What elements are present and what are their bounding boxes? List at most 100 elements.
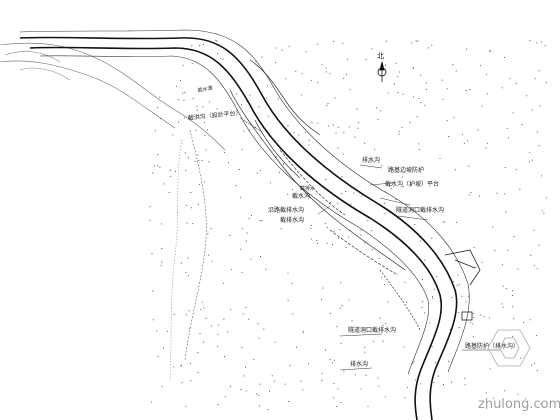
terrain-point — [179, 79, 182, 82]
terrain-point — [377, 119, 379, 121]
terrain-point — [308, 139, 310, 141]
terrain-point — [358, 122, 360, 124]
terrain-point — [277, 98, 279, 100]
terrain-point — [458, 327, 460, 329]
terrain-point — [442, 384, 445, 386]
terrain-point — [329, 72, 331, 74]
terrain-point — [436, 275, 438, 278]
terrain-point — [378, 385, 380, 387]
terrain-point — [256, 172, 258, 174]
terrain-point — [448, 360, 450, 362]
terrain-point — [205, 149, 207, 151]
terrain-point — [453, 116, 455, 118]
terrain-point — [259, 383, 261, 385]
terrain-point — [336, 326, 338, 328]
terrain-point — [344, 191, 347, 193]
terrain-point — [227, 331, 229, 333]
terrain-point — [248, 318, 250, 320]
terrain-point — [243, 375, 245, 377]
terrain-point — [257, 323, 259, 325]
terrain-point — [300, 94, 302, 96]
terrain-point — [161, 223, 163, 225]
terrain-point — [544, 45, 546, 47]
terrain-point — [404, 397, 406, 399]
terrain-point — [308, 362, 310, 365]
terrain-point — [157, 165, 159, 167]
terrain-point — [465, 301, 467, 303]
terrain-point — [331, 244, 334, 246]
terrain-point — [316, 239, 318, 242]
terrain-point — [536, 131, 538, 133]
terrain-point — [506, 127, 508, 129]
terrain-point — [183, 117, 185, 119]
callout-bottom-right: 路基防护（排水沟） — [465, 342, 519, 350]
watermark-logo — [487, 329, 531, 367]
terrain-point — [339, 307, 341, 309]
terrain-point — [156, 107, 158, 109]
callout-right-a: 排水沟 — [362, 156, 380, 164]
terrain-point — [402, 186, 404, 188]
terrain-point — [473, 317, 475, 319]
terrain-point — [288, 401, 290, 403]
terrain-point — [411, 42, 413, 44]
terrain-point — [496, 192, 498, 194]
terrain-point — [413, 361, 415, 363]
north-arrow — [377, 61, 387, 82]
terrain-point — [325, 179, 327, 181]
terrain-point — [274, 380, 276, 382]
terrain-point — [461, 295, 463, 297]
terrain-point — [489, 50, 491, 53]
terrain-point — [529, 151, 531, 153]
terrain-point — [187, 257, 189, 259]
terrain-point — [364, 351, 366, 353]
terrain-point — [421, 278, 423, 280]
terrain-point — [420, 240, 422, 242]
terrain-point — [217, 404, 219, 406]
terrain-point — [185, 169, 187, 172]
terrain-point — [326, 242, 328, 244]
terrain-point — [258, 405, 260, 407]
terrain-point — [419, 148, 421, 151]
terrain-point — [331, 362, 334, 364]
terrain-point — [485, 392, 487, 394]
terrain-point — [420, 74, 422, 76]
terrain-point — [245, 390, 247, 392]
terrain-point — [507, 137, 510, 139]
terrain-point — [157, 154, 159, 156]
terrain-point — [504, 390, 506, 392]
callout-top-left-a: 截洪沟（設計平台） — [187, 108, 242, 122]
terrain-point — [357, 127, 359, 129]
terrain-point — [469, 89, 471, 91]
terrain-point — [194, 160, 196, 162]
terrain-point — [406, 301, 408, 303]
terrain-point — [285, 78, 287, 80]
terrain-point — [454, 169, 456, 171]
terrain-point — [180, 364, 182, 366]
terrain-point — [412, 362, 414, 364]
terrain-point — [371, 48, 373, 50]
terrain-point — [467, 140, 469, 142]
terrain-point — [278, 171, 281, 173]
terrain-point — [217, 333, 219, 336]
terrain-point — [531, 109, 533, 111]
terrain-point — [197, 154, 199, 156]
terrain-point — [354, 136, 356, 138]
terrain-point — [511, 295, 513, 297]
terrain-point — [200, 308, 202, 311]
terrain-point — [188, 310, 190, 312]
terrain-point — [431, 346, 433, 348]
terrain-point — [287, 125, 289, 127]
callout-mid-a: 截水沟 — [292, 192, 310, 200]
terrain-point — [345, 73, 348, 75]
terrain-point — [229, 234, 231, 236]
terrain-point — [150, 401, 153, 403]
terrain-point — [287, 272, 289, 274]
terrain-point — [253, 359, 255, 361]
terrain-point — [215, 39, 217, 41]
terrain-point — [340, 342, 342, 344]
terrain-point — [546, 197, 548, 199]
terrain-point — [485, 74, 487, 76]
terrain-point — [372, 340, 375, 343]
terrain-point — [465, 90, 467, 92]
terrain-point — [528, 161, 530, 163]
